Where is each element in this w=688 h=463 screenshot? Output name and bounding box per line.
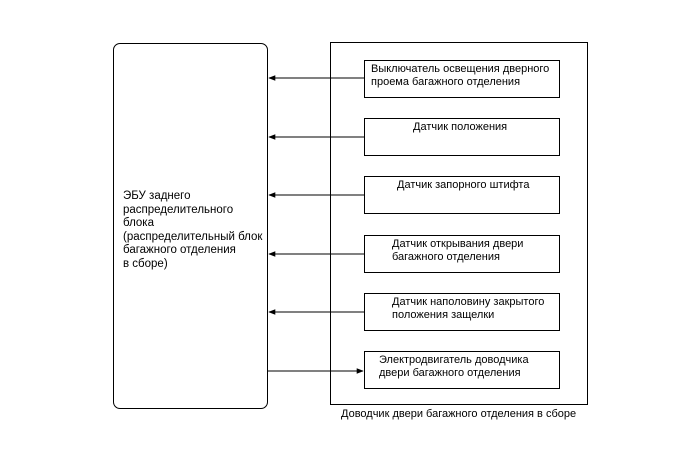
- half-latch-sensor-box: Датчик наполовину закрытого положения за…: [364, 293, 560, 331]
- door-open-sensor-label: Датчик открывания двери багажного отделе…: [392, 238, 524, 263]
- courtesy-switch-box: Выключатель освещения дверного проема ба…: [364, 60, 560, 98]
- closer-motor-label: Электродвигатель доводчика двери багажно…: [379, 354, 529, 379]
- closer-assembly-label: Доводчик двери багажного отделения в сбо…: [341, 408, 577, 420]
- ecu-label: ЭБУ заднего распределительного блока (ра…: [123, 190, 263, 270]
- position-sensor-box: Датчик положения: [364, 118, 560, 156]
- closer-motor-box: Электродвигатель доводчика двери багажно…: [364, 351, 560, 389]
- lock-pin-sensor-label: Датчик запорного штифта: [397, 179, 530, 191]
- half-latch-sensor-label: Датчик наполовину закрытого положения за…: [392, 296, 545, 321]
- position-sensor-label: Датчик положения: [413, 121, 508, 133]
- closer-assembly-frame: [330, 42, 588, 405]
- lock-pin-sensor-box: Датчик запорного штифта: [364, 176, 560, 214]
- courtesy-switch-label: Выключатель освещения дверного проема ба…: [371, 63, 550, 88]
- door-open-sensor-box: Датчик открывания двери багажного отделе…: [364, 235, 560, 273]
- ecu-block: ЭБУ заднего распределительного блока (ра…: [113, 43, 268, 409]
